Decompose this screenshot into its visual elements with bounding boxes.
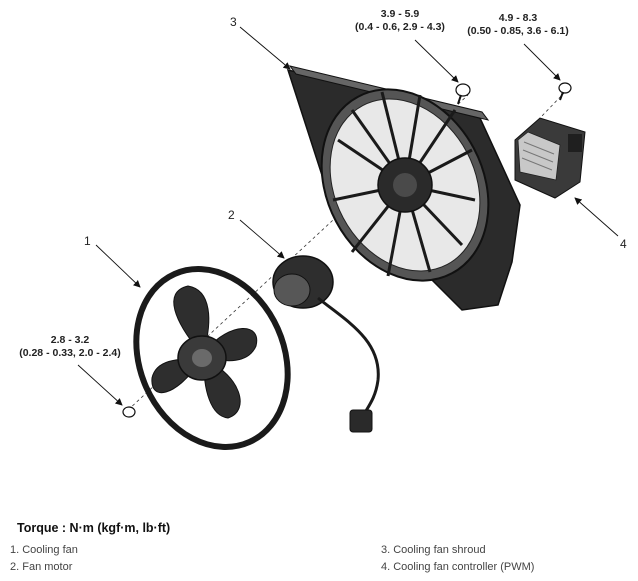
cooling-fan-shroud <box>286 65 521 311</box>
controller-bolt-icon <box>558 82 572 101</box>
legend-item-cooling-fan-controller: 4. Cooling fan controller (PWM) <box>381 561 535 573</box>
leader-arrow-shroud-bolt <box>414 39 459 83</box>
torque-controller-bolt-value: 4.9 - 8.3 <box>498 12 538 24</box>
torque-shroud-bolt-value: 3.9 - 5.9 <box>380 8 420 20</box>
leader-arrow-fan-nut <box>77 364 123 406</box>
exploded-view-diagram <box>77 26 619 451</box>
leader-arrow-4 <box>574 197 619 237</box>
leader-arrow-2 <box>239 219 285 259</box>
torque-fan-nut-conversion: (0.28 - 0.33, 2.0 - 2.4) <box>19 347 121 359</box>
leader-arrow-controller-bolt <box>523 43 561 81</box>
callout-3: 3 <box>230 15 237 29</box>
torque-controller-bolt-conversion: (0.50 - 0.85, 3.6 - 6.1) <box>467 25 569 37</box>
shroud-bolt-icon <box>455 83 471 105</box>
legend-item-cooling-fan: 1. Cooling fan <box>10 544 78 556</box>
torque-controller-bolt: 4.9 - 8.3 (0.50 - 0.85, 3.6 - 6.1) <box>458 12 578 38</box>
cooling-fan <box>133 265 291 451</box>
callout-2: 2 <box>228 208 235 222</box>
torque-fan-nut: 2.8 - 3.2 (0.28 - 0.33, 2.0 - 2.4) <box>12 334 128 360</box>
callout-4: 4 <box>620 237 627 251</box>
leader-arrow-3 <box>239 26 291 70</box>
cooling-fan-controller <box>514 117 586 199</box>
torque-fan-nut-value: 2.8 - 3.2 <box>50 334 90 346</box>
callout-1: 1 <box>84 234 91 248</box>
legend-item-cooling-fan-shroud: 3. Cooling fan shroud <box>381 544 486 556</box>
torque-shroud-bolt-conversion: (0.4 - 0.6, 2.9 - 4.3) <box>355 21 445 33</box>
torque-units-title: Torque : N·m (kgf·m, lb·ft) <box>17 521 171 535</box>
torque-shroud-bolt: 3.9 - 5.9 (0.4 - 0.6, 2.9 - 4.3) <box>345 8 455 34</box>
fan-motor <box>272 255 380 433</box>
legend-item-fan-motor: 2. Fan motor <box>10 561 73 573</box>
fan-nut-icon <box>122 406 136 418</box>
leader-arrow-1 <box>95 244 141 288</box>
